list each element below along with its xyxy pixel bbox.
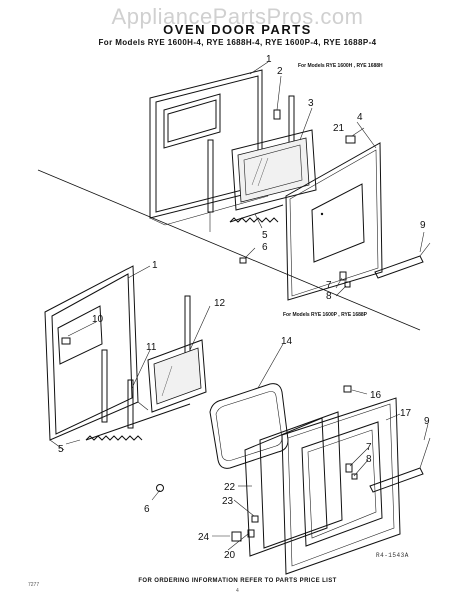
callout-11: 11 <box>146 342 157 353</box>
callout-10: 10 <box>92 314 104 325</box>
callout-9-top: 9 <box>420 220 426 231</box>
callout-1-bottom: 1 <box>152 260 158 271</box>
fastener-part-7-bottom <box>345 463 353 473</box>
callout-14: 14 <box>281 336 293 347</box>
corner-code-left: 7277 <box>28 582 40 588</box>
models-note-bottom: For Models RYE 1600P , RYE 1688P <box>283 312 368 318</box>
hinge-spring-bottom <box>85 403 191 441</box>
callout-2: 2 <box>277 66 283 77</box>
callout-21: 21 <box>333 123 345 134</box>
outer-door-panel-top <box>285 142 383 301</box>
outer-door-panel-bottom <box>281 397 401 575</box>
hinge-spring-top <box>229 204 284 223</box>
models-subtitle: For Models RYE 1600H-4, RYE 1688H-4, RYE… <box>98 38 377 47</box>
callout-5-top: 5 <box>262 230 268 241</box>
callout-1-top: 1 <box>266 54 272 65</box>
bracket-part-10 <box>61 337 71 345</box>
bracket-part-21 <box>345 135 356 144</box>
callout-22: 22 <box>224 482 236 493</box>
callout-8-bottom: 8 <box>366 454 372 465</box>
fastener-part-7-top <box>339 271 347 281</box>
door-handle-bottom <box>369 437 431 493</box>
leader-lines-bottom <box>65 265 429 551</box>
inner-door-panels-22 <box>244 411 343 557</box>
window-glass-pack-top <box>231 129 317 211</box>
callout-5-bottom: 5 <box>58 444 64 455</box>
door-gasket-14 <box>209 383 289 469</box>
models-note-top: For Models RYE 1600H , RYE 1688H <box>298 63 383 69</box>
diagram-code: R4-1543A <box>376 552 409 559</box>
callout-17: 17 <box>400 408 412 419</box>
callout-12: 12 <box>214 298 226 309</box>
page-number: 4 <box>236 588 239 594</box>
callout-6-bottom: 6 <box>144 504 150 515</box>
ordering-info-footer: FOR ORDERING INFORMATION REFER TO PARTS … <box>138 578 337 584</box>
callout-7-top: 7 <box>326 280 332 291</box>
callout-20: 20 <box>224 550 236 561</box>
section-divider <box>37 169 421 331</box>
callout-4: 4 <box>357 112 363 123</box>
callout-9-bottom: 9 <box>424 416 430 427</box>
callout-8-top: 8 <box>326 291 332 302</box>
callout-16: 16 <box>370 390 382 401</box>
clip-part-24 <box>231 531 242 542</box>
leader-lines-top <box>244 61 425 297</box>
bracket-part-16 <box>343 385 352 393</box>
page-title: OVEN DOOR PARTS <box>163 22 312 37</box>
door-handle-top <box>374 242 431 279</box>
inner-door-panel-bottom <box>44 265 149 451</box>
inner-door-panel-top <box>149 69 269 226</box>
block-part-20 <box>247 529 255 538</box>
callout-7-bottom: 7 <box>366 442 372 453</box>
fastener-part-8-top <box>344 281 351 288</box>
spacer-part-23 <box>251 515 259 523</box>
screw-part-6-top <box>239 257 247 264</box>
fastener-part-8-bottom <box>351 473 358 480</box>
window-glass-bottom <box>147 339 207 413</box>
screw-part-6-bottom <box>156 484 164 492</box>
hinge-clip-part-2 <box>273 109 281 120</box>
callout-3: 3 <box>308 98 314 109</box>
callout-23: 23 <box>222 496 234 507</box>
callout-24: 24 <box>198 532 210 543</box>
callout-6-top: 6 <box>262 242 268 253</box>
